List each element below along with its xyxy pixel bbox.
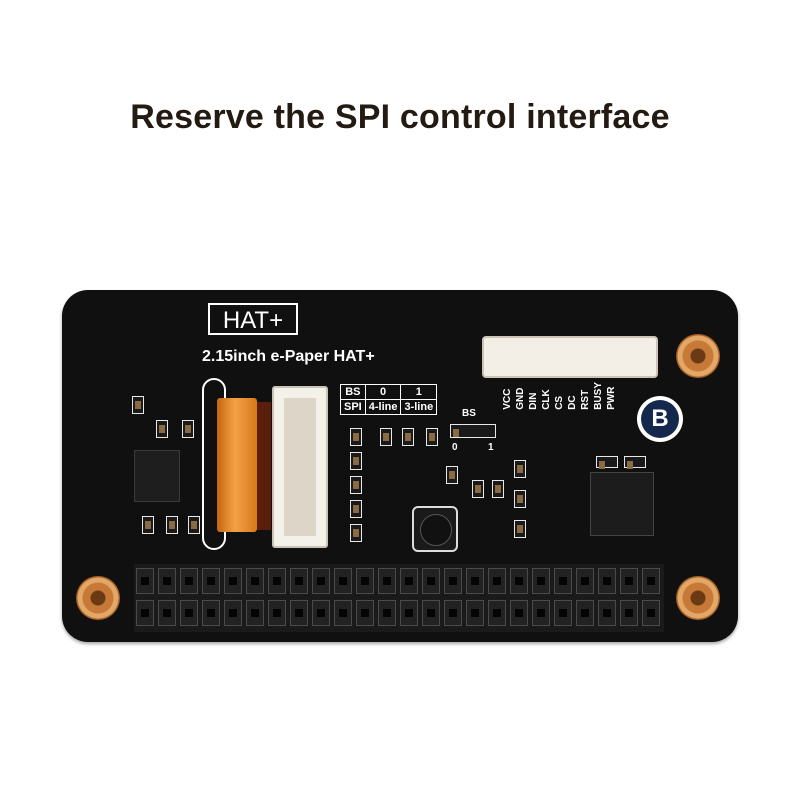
fpc-ribbon-edge xyxy=(257,402,271,530)
smd-component xyxy=(350,500,362,518)
pin-label: DIN xyxy=(528,392,539,410)
selector-cell: 0 xyxy=(364,384,402,400)
smd-component xyxy=(472,480,484,498)
e-paper-hat-board: HAT+ 2.15inch e-Paper HAT+ BS 0 1 SPI 4-… xyxy=(62,290,738,642)
smd-component xyxy=(514,490,526,508)
smd-component xyxy=(350,452,362,470)
pin-label: DC xyxy=(567,395,578,410)
mounting-hole-top-right xyxy=(676,334,720,378)
smd-component xyxy=(350,428,362,446)
smd-component xyxy=(350,476,362,494)
smd-component xyxy=(380,428,392,446)
headline: Reserve the SPI control interface xyxy=(130,98,670,136)
selector-cell: BS xyxy=(340,384,366,400)
smd-component xyxy=(350,524,362,542)
pin-label: RST xyxy=(580,389,591,410)
smd-component xyxy=(514,460,526,478)
smd-component xyxy=(402,428,414,446)
smd-component xyxy=(182,420,194,438)
smd-component xyxy=(142,516,154,534)
gpio-header-row-bottom xyxy=(136,600,660,626)
selector-cell: 3-line xyxy=(400,399,438,415)
interface-selector-table: BS 0 1 SPI 4-line 3-line xyxy=(340,384,438,415)
selector-cell: SPI xyxy=(340,399,366,415)
pin-label: CLK xyxy=(541,389,552,410)
smd-component xyxy=(514,520,526,538)
selector-cell: 4-line xyxy=(364,399,402,415)
brand-logo-letter: B xyxy=(641,400,679,438)
bs-zero-label: 0 xyxy=(452,442,458,453)
smd-component xyxy=(156,420,168,438)
pin-label: CS xyxy=(554,395,565,410)
mounting-hole-bottom-right xyxy=(676,576,720,620)
bs-switch-label: BS xyxy=(462,408,476,419)
pin-label: GND xyxy=(515,387,526,410)
smd-component xyxy=(132,396,144,414)
fpc-connector xyxy=(272,386,328,548)
smd-component xyxy=(492,480,504,498)
brand-logo: B xyxy=(637,396,683,442)
ic-chip-left xyxy=(134,450,180,502)
board-title: 2.15inch e-Paper HAT+ xyxy=(202,348,375,365)
gpio-header-40pin xyxy=(134,564,664,632)
bs-switch-pad xyxy=(450,424,496,438)
smd-component xyxy=(166,516,178,534)
pin-header-connector xyxy=(482,336,658,378)
pin-label: BUSY xyxy=(593,382,604,410)
pin-label: PWR xyxy=(606,386,617,410)
selector-cell: 1 xyxy=(400,384,438,400)
ic-chip-driver xyxy=(590,472,654,536)
pin-labels: VCC GND DIN CLK CS DC RST BUSY PWR xyxy=(502,382,617,410)
smd-component xyxy=(596,456,618,469)
reset-button xyxy=(412,506,458,552)
mounting-hole-bottom-left xyxy=(76,576,120,620)
hat-label: HAT+ xyxy=(208,303,298,335)
gpio-header-row-top xyxy=(136,568,660,594)
bs-one-label: 1 xyxy=(488,442,494,453)
fpc-ribbon-cable xyxy=(217,398,257,532)
smd-component xyxy=(624,456,646,469)
smd-component xyxy=(426,428,438,446)
smd-component xyxy=(188,516,200,534)
smd-component xyxy=(446,466,458,484)
pin-label: VCC xyxy=(502,388,513,410)
